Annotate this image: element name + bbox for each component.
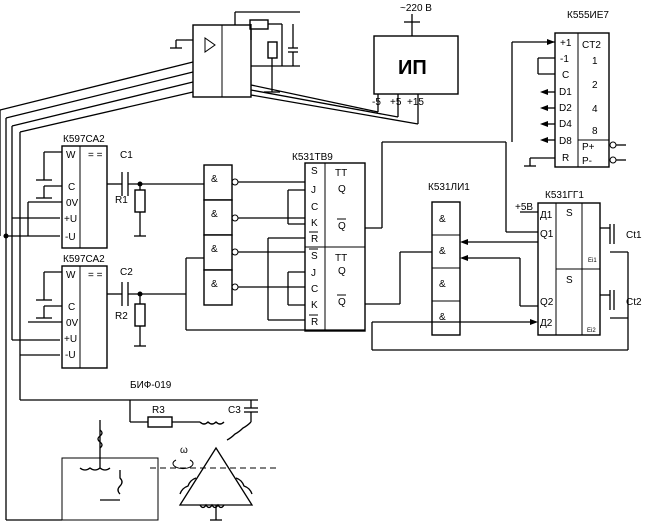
ff1-tt: TT bbox=[335, 168, 347, 179]
and-gate-1-symbol: & bbox=[211, 174, 218, 185]
counter-plus1: +1 bbox=[560, 38, 572, 49]
comparator-bottom: К597СА2 W = = C 0V +U -U bbox=[28, 254, 122, 369]
ff1-c: C bbox=[311, 202, 318, 213]
counter-r: R bbox=[562, 153, 569, 164]
ff2-tt: TT bbox=[335, 253, 347, 264]
counter-out4: 4 bbox=[592, 104, 598, 115]
amplifier-module bbox=[170, 11, 300, 98]
ff2-q: Q bbox=[338, 266, 346, 277]
feedback-wires bbox=[185, 294, 365, 331]
and-chip-title: К531ЛИ1 bbox=[428, 182, 470, 193]
counter-c: C bbox=[562, 70, 569, 81]
comparator-bottom-eq: = = bbox=[88, 270, 103, 281]
counter-ct2: CT2 bbox=[582, 40, 601, 51]
generator-d2: Д2 bbox=[540, 318, 553, 329]
generator-ei1: Ei1 bbox=[588, 258, 597, 264]
r2-label: R2 bbox=[115, 311, 128, 322]
ff2-j: J bbox=[311, 268, 316, 279]
counter-ie7: К555ИЕ7 CT2 +1 -1 C D1 D2 D4 D8 R 1 2 4 … bbox=[511, 10, 626, 168]
c1-label: C1 bbox=[120, 150, 133, 161]
comparator-top-mu: -U bbox=[65, 232, 76, 243]
counter-pplus: P+ bbox=[582, 142, 595, 153]
c1-r1-network: C1 R1 bbox=[115, 150, 186, 237]
and-chip-li1: К531ЛИ1 & & & & bbox=[428, 182, 538, 336]
left-bus bbox=[0, 61, 194, 401]
counter-out1: 1 bbox=[592, 56, 598, 67]
and-chip-4: & bbox=[439, 312, 446, 323]
and-gate-4-symbol: & bbox=[211, 279, 218, 290]
comparator-bottom-c: C bbox=[68, 302, 75, 313]
generator-d1: Д1 bbox=[540, 210, 553, 221]
supply-plus15-label: +15 bbox=[407, 97, 424, 108]
ff2-c: C bbox=[311, 284, 318, 295]
comparator-top-eq: = = bbox=[88, 150, 103, 161]
ff2-k: K bbox=[311, 300, 318, 311]
counter-d2: D2 bbox=[559, 103, 572, 114]
generator-s1: S bbox=[566, 208, 573, 219]
ff2-s: S bbox=[311, 251, 318, 262]
and-chip-3: & bbox=[439, 279, 446, 290]
counter-title: К555ИЕ7 bbox=[567, 10, 609, 21]
counter-d4: D4 bbox=[559, 119, 572, 130]
ff1-k: K bbox=[311, 218, 318, 229]
counter-pminus: P- bbox=[582, 156, 592, 167]
r1-label: R1 bbox=[115, 195, 128, 206]
c3-label: C3 bbox=[228, 405, 241, 416]
power-supply-label: ИП bbox=[398, 57, 427, 79]
comparator-top-0v: 0V bbox=[66, 198, 79, 209]
comparator-bottom-w: W bbox=[66, 270, 76, 281]
ff1-s: S bbox=[311, 166, 318, 177]
counter-out8: 8 bbox=[592, 126, 598, 137]
ff1-r: R bbox=[311, 234, 318, 245]
power-supply: ИП ~220 В -5 +5 +15 bbox=[250, 3, 459, 125]
ct1-label: Ct1 bbox=[626, 230, 642, 241]
flipflop-title: К531ТВ9 bbox=[292, 152, 333, 163]
generator-s2: S bbox=[566, 275, 573, 286]
generator-q2: Q2 bbox=[540, 297, 554, 308]
ff2-r: R bbox=[311, 317, 318, 328]
generator-5v: +5В bbox=[515, 202, 533, 213]
ct2-label: Ct2 bbox=[626, 297, 642, 308]
r3-label: R3 bbox=[152, 405, 165, 416]
sensor-bif019: БИФ-019 R3 C3 ω bbox=[5, 236, 280, 521]
comparator-bottom-mu: -U bbox=[65, 350, 76, 361]
comparator-top-c: C bbox=[68, 182, 75, 193]
ff2-qbar: Q bbox=[338, 297, 346, 308]
and-chip-1: & bbox=[439, 214, 446, 225]
generator-gg1: К531ГГ1 +5В Д1 Q1 S S Q2 Д2 Ei1 Ei2 Ct1 … bbox=[371, 142, 642, 351]
flipflop-tv9: К531ТВ9 TT S J C K R Q Q TT S J C K R Q … bbox=[267, 141, 506, 332]
and-gate-2-symbol: & bbox=[211, 209, 218, 220]
generator-title: К531ГГ1 bbox=[545, 190, 584, 201]
and-chip-2: & bbox=[439, 246, 446, 257]
and-gate-3-symbol: & bbox=[211, 244, 218, 255]
comparator-top-pu: +U bbox=[64, 214, 77, 225]
generator-q1: Q1 bbox=[540, 229, 554, 240]
supply-plus5-label: +5 bbox=[390, 97, 402, 108]
comparator-bottom-title: К597СА2 bbox=[63, 254, 105, 265]
supply-minus5-label: -5 bbox=[372, 97, 381, 108]
omega-label: ω bbox=[180, 445, 188, 456]
counter-out2: 2 bbox=[592, 80, 598, 91]
mains-label: ~220 В bbox=[400, 3, 432, 14]
counter-minus1: -1 bbox=[560, 54, 569, 65]
comparator-top: К597СА2 W = = C 0V +U -U bbox=[27, 134, 122, 249]
generator-ei2: Ei2 bbox=[587, 328, 596, 334]
comparator-top-w: W bbox=[66, 150, 76, 161]
counter-d8: D8 bbox=[559, 136, 572, 147]
and-gate-column: & & & & bbox=[185, 164, 305, 306]
comparator-top-title: К597СА2 bbox=[63, 134, 105, 145]
c2-r2-network: C2 R2 bbox=[115, 267, 186, 347]
sensor-title: БИФ-019 bbox=[130, 380, 172, 391]
ff1-qbar: Q bbox=[338, 221, 346, 232]
ff1-q: Q bbox=[338, 184, 346, 195]
counter-d1: D1 bbox=[559, 87, 572, 98]
comparator-bottom-0v: 0V bbox=[66, 318, 79, 329]
comparator-bottom-pu: +U bbox=[64, 334, 77, 345]
c2-label: C2 bbox=[120, 267, 133, 278]
ff1-j: J bbox=[311, 185, 316, 196]
